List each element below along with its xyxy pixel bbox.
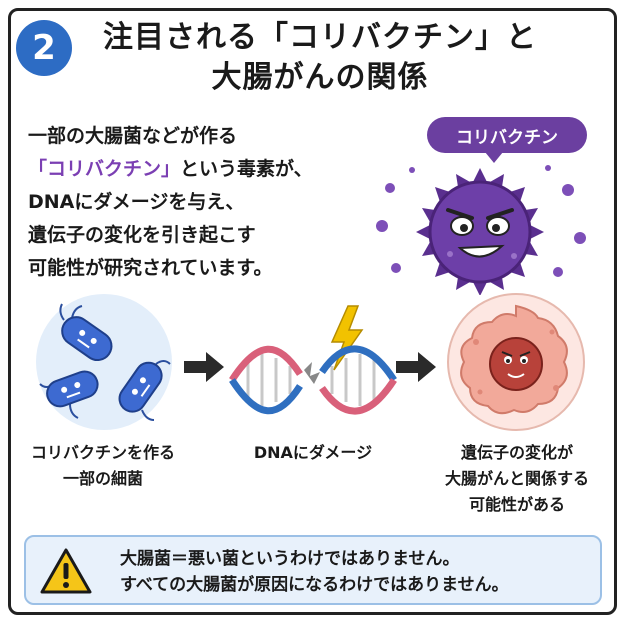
warning-box: 大腸菌＝悪い菌というわけではありません。 すべての大腸菌が原因になるわけではあり… bbox=[24, 535, 602, 605]
intro-text: 一部の大腸菌などが作る 「コリバクチン」という毒素が、 DNAにダメージを与え、… bbox=[28, 120, 368, 285]
page-title: 注目される「コリバクチン」と 大腸がんの関係 bbox=[80, 18, 560, 98]
warning-line-1: 大腸菌＝悪い菌というわけではありません。 bbox=[120, 549, 460, 569]
step3-caption-line-3: 可能性がある bbox=[468, 495, 565, 514]
damaged-dna-icon bbox=[229, 305, 397, 415]
intro-highlight: 「コリバクチン」 bbox=[28, 158, 181, 180]
step2-caption-line-1: DNAにダメージ bbox=[253, 443, 373, 462]
bacteria-icon bbox=[36, 294, 172, 430]
intro-line-4: 遺伝子の変化を引き起こす bbox=[28, 224, 256, 246]
title-line-2: 大腸がんの関係 bbox=[211, 60, 429, 95]
toxin-label-bubble: コリバクチン bbox=[427, 117, 587, 163]
step3-caption-line-1: 遺伝子の変化が bbox=[460, 443, 573, 462]
step1-caption: コリバクチンを作る 一部の細菌 bbox=[28, 440, 178, 492]
arrow-right-icon bbox=[184, 352, 224, 382]
intro-line-2-rest: という毒素が、 bbox=[180, 158, 313, 180]
step-number-badge: 2 bbox=[16, 20, 72, 76]
intro-line-1: 一部の大腸菌などが作る bbox=[28, 125, 238, 147]
intro-line-3: DNAにダメージを与え、 bbox=[28, 191, 245, 213]
warning-icon bbox=[40, 548, 92, 594]
warning-text: 大腸菌＝悪い菌というわけではありません。 すべての大腸菌が原因になるわけではあり… bbox=[120, 546, 509, 598]
intro-line-5: 可能性が研究されています。 bbox=[28, 257, 273, 279]
title-line-1: 注目される「コリバクチン」と bbox=[103, 20, 537, 55]
purple-virus-icon bbox=[376, 165, 586, 295]
warning-line-2: すべての大腸菌が原因になるわけではありません。 bbox=[120, 575, 509, 595]
cancer-cell-icon bbox=[447, 293, 585, 431]
step3-caption: 遺伝子の変化が 大腸がんと関係する 可能性がある bbox=[432, 440, 602, 518]
arrow-right-icon bbox=[396, 352, 436, 382]
step3-caption-line-2: 大腸がんと関係する bbox=[444, 469, 589, 488]
step1-caption-line-2: 一部の細菌 bbox=[62, 469, 143, 488]
step2-caption: DNAにダメージ bbox=[238, 440, 388, 466]
intro-line-2: 「コリバクチン」という毒素が、 bbox=[28, 153, 368, 186]
step1-caption-line-1: コリバクチンを作る bbox=[30, 443, 175, 462]
